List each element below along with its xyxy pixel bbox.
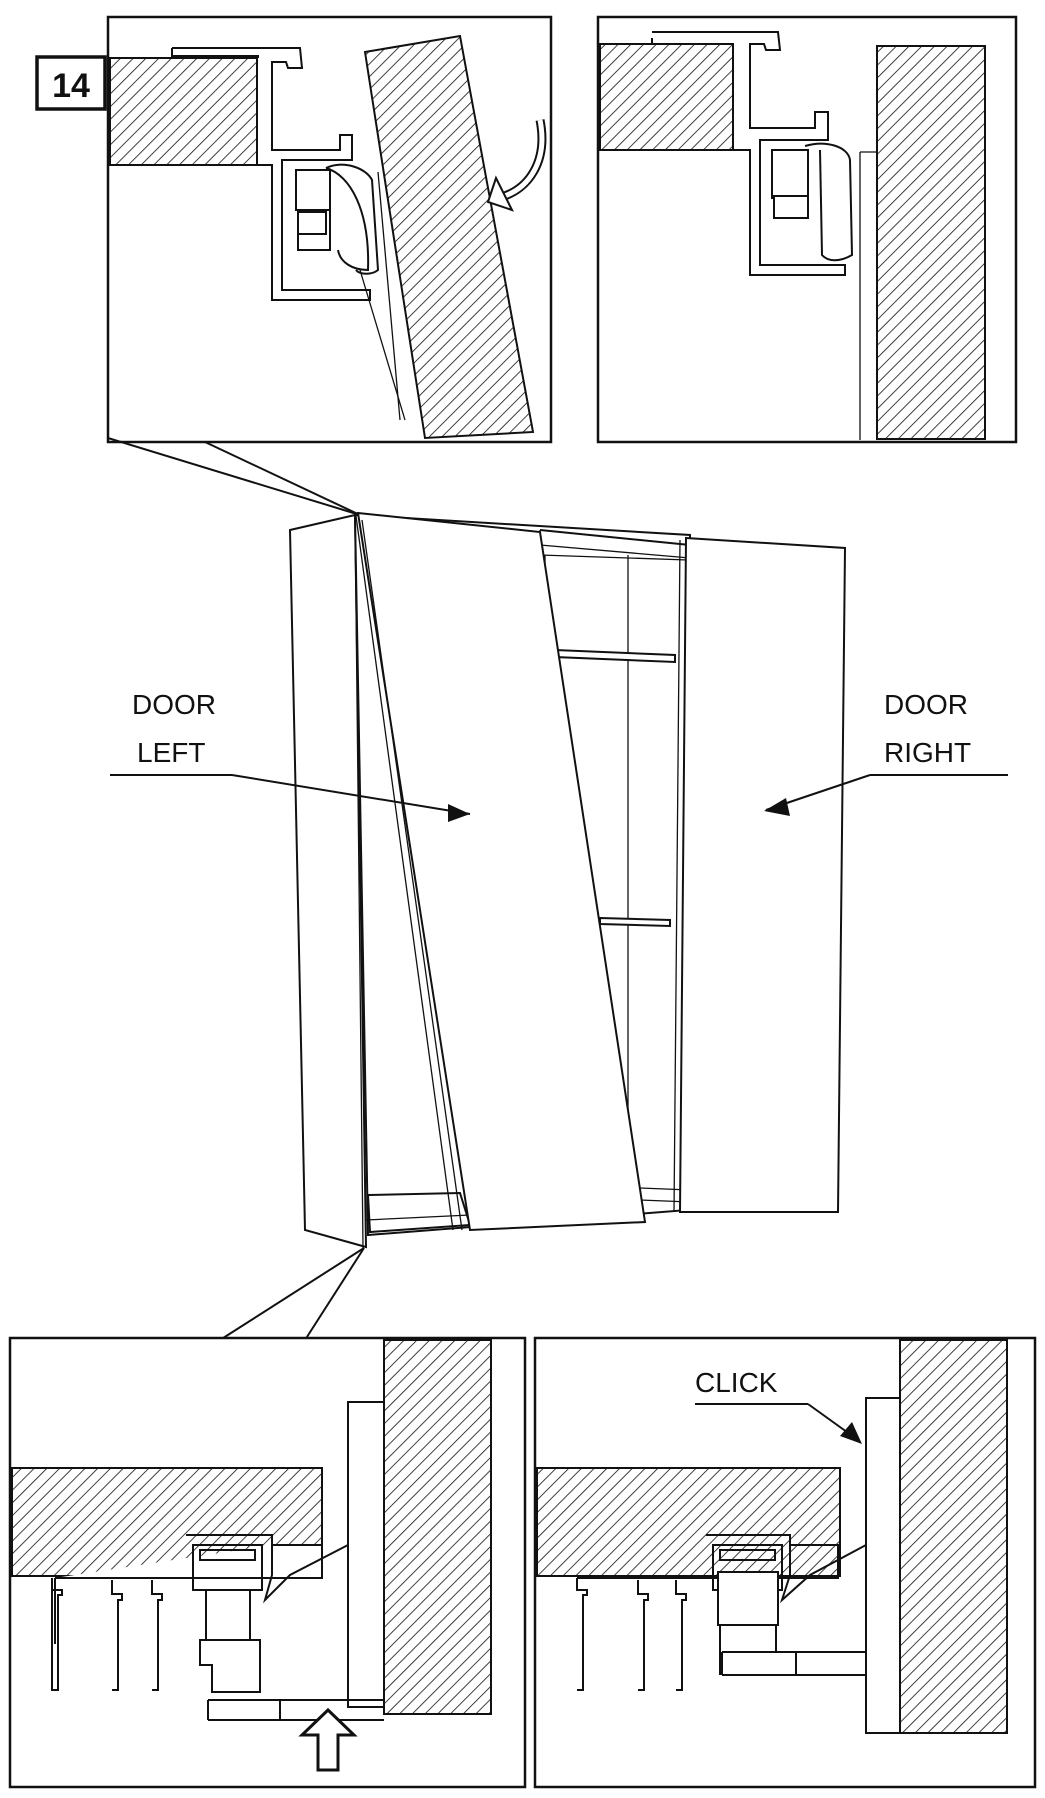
door-right-label-line1: DOOR <box>884 689 968 720</box>
door-left-label-line2: LEFT <box>137 737 205 768</box>
detail-bottom-right: CLICK <box>533 1336 1037 1789</box>
detail-bottom-left <box>8 1336 527 1789</box>
callout-connector-top <box>107 437 361 516</box>
door-panel-tilted <box>363 34 535 440</box>
detail-top-left <box>106 15 553 444</box>
door-right-label-line2: RIGHT <box>884 737 971 768</box>
door-panel-bottom <box>899 1339 1008 1734</box>
arrowhead-icon <box>840 1422 862 1444</box>
door-left-label-line1: DOOR <box>132 689 216 720</box>
door-right-panel <box>678 536 847 1213</box>
door-panel-bottom <box>383 1339 492 1715</box>
wardrobe <box>288 511 847 1249</box>
detail-top-right <box>596 15 1018 444</box>
cabinet-top-section <box>599 43 734 151</box>
cabinet-bottom-section <box>536 1467 841 1577</box>
curved-arrow-icon <box>486 119 547 212</box>
cabinet-top-section <box>109 57 258 166</box>
step-badge: 14 <box>35 55 107 111</box>
arrowhead-icon <box>764 798 790 816</box>
door-left-panel <box>356 511 647 1232</box>
label-door-right: DOOR RIGHT <box>764 689 1008 816</box>
up-arrow-icon <box>298 1707 358 1772</box>
label-door-left: DOOR LEFT <box>110 689 471 822</box>
label-click: CLICK <box>695 1367 862 1444</box>
callout-connector-bottom <box>219 1247 365 1341</box>
arrowhead-icon <box>448 804 470 822</box>
door-panel-upright <box>876 45 986 440</box>
click-label: CLICK <box>695 1367 778 1398</box>
step-number: 14 <box>52 67 90 105</box>
